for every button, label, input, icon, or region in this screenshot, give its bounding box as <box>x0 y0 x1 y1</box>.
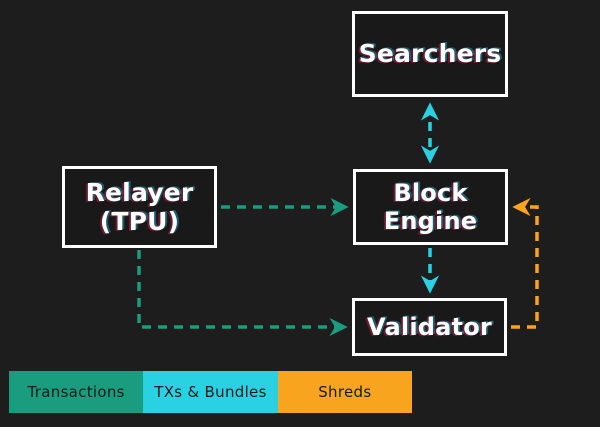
edge-validator-to-block-engine <box>511 197 539 329</box>
relayer-tpu-label: Relayer (TPU) <box>85 177 194 237</box>
searchers-box: Searchers <box>352 11 508 97</box>
legend-label-shreds: Shreds <box>318 383 372 401</box>
legend-label-txs-bundles: TXs & Bundles <box>154 383 267 401</box>
legend-bar: Transactions TXs & Bundles Shreds <box>9 371 412 413</box>
legend-item-transactions: Transactions <box>9 371 144 413</box>
block-engine-label: Block Engine <box>383 178 478 235</box>
legend-label-transactions: Transactions <box>27 383 125 401</box>
edge-relayer-to-validator <box>137 250 348 337</box>
relayer-tpu-box: Relayer (TPU) <box>62 166 217 248</box>
block-engine-box: Block Engine <box>353 169 508 245</box>
validator-box: Validator <box>352 298 507 356</box>
searchers-label: Searchers <box>358 39 502 69</box>
legend-item-shreds: Shreds <box>277 371 412 413</box>
validator-label: Validator <box>367 312 492 341</box>
legend-item-txs-bundles: TXs & Bundles <box>143 371 278 413</box>
